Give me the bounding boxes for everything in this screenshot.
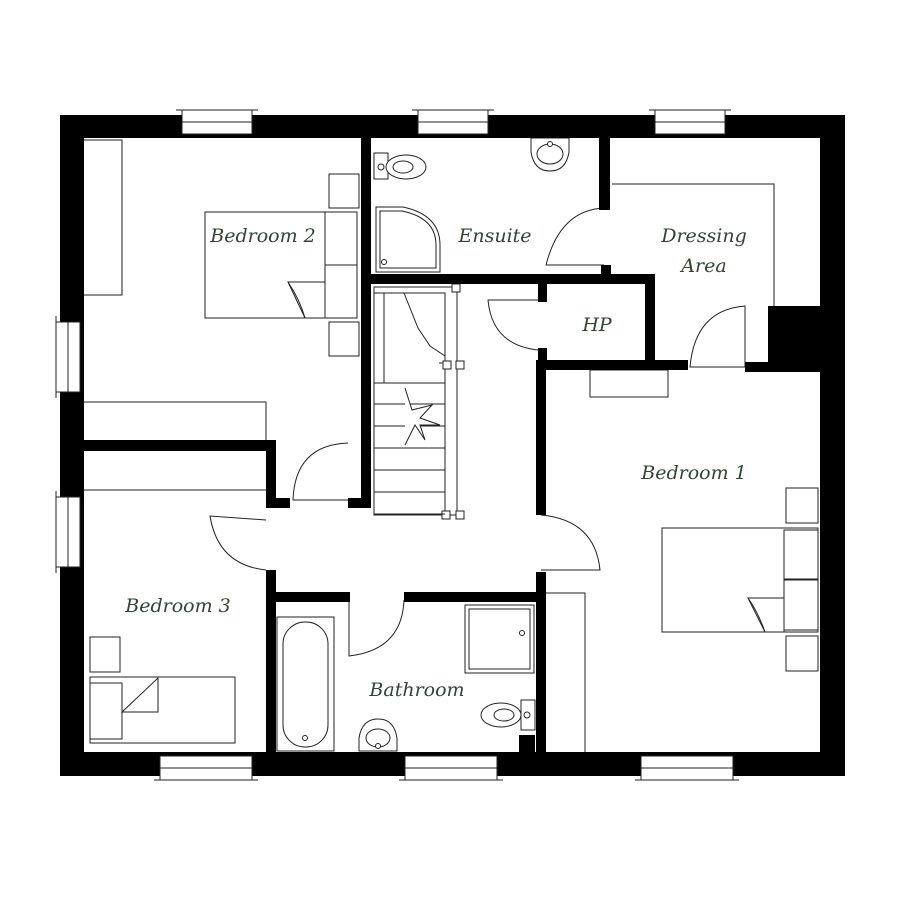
ensuite-toilet bbox=[373, 152, 427, 180]
wall-hp-right bbox=[645, 274, 655, 368]
room-label-ensuite: Ensuite bbox=[457, 225, 531, 247]
wall-bed3-right bbox=[266, 570, 276, 752]
windows bbox=[55, 109, 739, 781]
room-label-bedroom-3: Bedroom 3 bbox=[124, 595, 230, 617]
window bbox=[55, 316, 81, 398]
door-swing-dressing bbox=[689, 305, 746, 368]
room-label-bedroom-2: Bedroom 2 bbox=[209, 225, 315, 247]
bathroom-shower bbox=[464, 604, 535, 674]
bedroom-3-bedside-table bbox=[89, 636, 121, 673]
window bbox=[154, 755, 258, 781]
staircase bbox=[373, 283, 465, 520]
bedroom-1-bedside-table bbox=[785, 487, 819, 524]
bedroom-2-bedside-table bbox=[328, 173, 360, 209]
outer-wall-left bbox=[60, 115, 84, 776]
bedroom-3-bed bbox=[89, 676, 236, 744]
bathroom-basin bbox=[358, 718, 398, 752]
bedroom-1-bedside-table bbox=[785, 635, 819, 672]
room-label-dressing: Dressing bbox=[660, 225, 747, 247]
ensuite-basin bbox=[530, 137, 570, 172]
door-swing-ensuite bbox=[545, 207, 605, 266]
ensuite-shower bbox=[375, 206, 441, 273]
wall-bed1-left-top bbox=[536, 360, 546, 515]
window bbox=[55, 491, 81, 573]
door-swing-bedroom-3 bbox=[209, 515, 267, 571]
dressing-wardrobe bbox=[612, 183, 775, 306]
chimney-breast bbox=[768, 306, 820, 368]
bedroom-1-wardrobe bbox=[545, 592, 586, 752]
wall-bed2-stub bbox=[266, 440, 276, 500]
wall-ensuite-stub bbox=[601, 265, 611, 275]
wall-bed1-left-bottom bbox=[536, 572, 546, 752]
wall-bed3-stub-top bbox=[266, 498, 290, 508]
room-label-bedroom-1: Bedroom 1 bbox=[640, 462, 746, 484]
outer-wall-right bbox=[820, 115, 845, 776]
bath-tub bbox=[276, 616, 335, 752]
door-swing-bedroom-2 bbox=[292, 442, 349, 501]
bedroom-2-cupboard bbox=[84, 401, 267, 440]
wall-bed2-ensuite bbox=[361, 138, 371, 508]
bedroom-1-chest bbox=[589, 369, 669, 398]
bathroom-boxing bbox=[519, 735, 535, 752]
door-swing-bedroom-1 bbox=[540, 514, 601, 571]
wall-bed2-stair-base bbox=[348, 498, 371, 508]
wall-ensuite-dressing bbox=[599, 138, 610, 210]
bedroom-2-bedside-table bbox=[328, 321, 360, 357]
bathroom-toilet bbox=[480, 699, 536, 731]
wall-bath-top-left bbox=[266, 592, 350, 602]
wall-hp-left bbox=[538, 284, 547, 302]
door-swing-bathroom bbox=[348, 599, 405, 657]
window bbox=[399, 755, 503, 781]
window bbox=[176, 109, 258, 135]
wall-ensuite-bottom bbox=[371, 274, 654, 284]
room-label-bathroom: Bathroom bbox=[368, 679, 464, 701]
bedroom-2-bed bbox=[204, 211, 358, 319]
wall-hp-bottom bbox=[538, 360, 688, 370]
wall-hp-left-low bbox=[538, 348, 547, 360]
bedroom-2-wardrobe bbox=[84, 139, 123, 296]
wall-bed2-bottom bbox=[84, 440, 276, 451]
window bbox=[412, 109, 494, 135]
room-label-hp: HP bbox=[581, 314, 613, 336]
room-label-area: Area bbox=[679, 255, 726, 277]
room-labels: Bedroom 2 Ensuite Dressing Area HP Bedro… bbox=[124, 225, 747, 701]
bedroom-1-bed bbox=[661, 527, 819, 633]
wall-bath-top-right bbox=[404, 592, 536, 602]
window bbox=[635, 755, 739, 781]
furniture-layer bbox=[84, 137, 819, 752]
wall-dressing-bottom bbox=[745, 362, 820, 372]
window bbox=[649, 109, 731, 135]
door-swing-hp bbox=[487, 299, 539, 351]
